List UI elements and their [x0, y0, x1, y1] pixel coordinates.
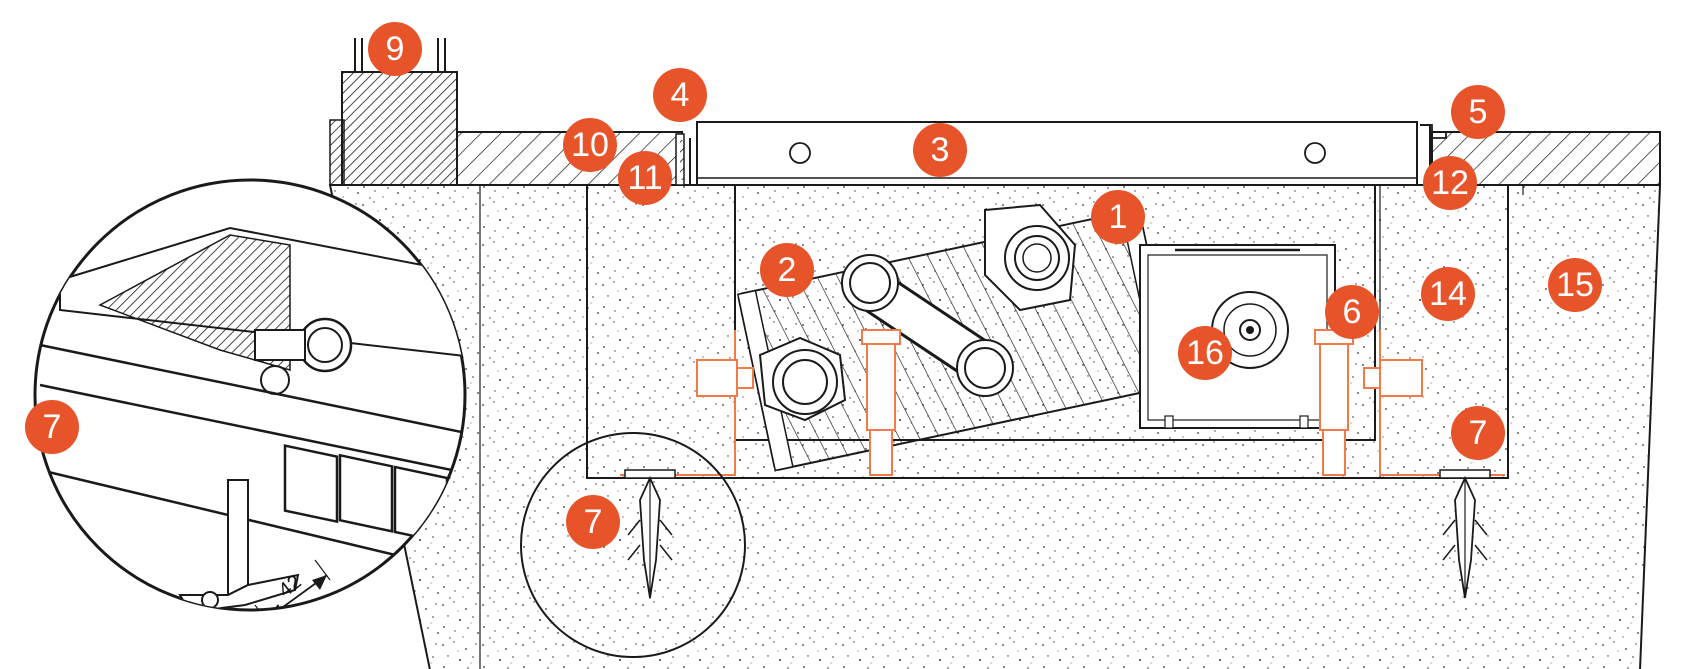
grille — [696, 121, 1418, 186]
dowel-right — [1439, 469, 1491, 599]
svg-text:16: 16 — [1186, 334, 1224, 372]
svg-text:14: 14 — [1429, 275, 1467, 313]
pipe-loop — [841, 254, 1014, 397]
svg-text:11: 11 — [627, 159, 662, 197]
callout-11: 11 — [618, 151, 672, 205]
callout-10: 10 — [563, 118, 617, 172]
mounting-bracket-right — [1314, 329, 1505, 476]
valve-top — [984, 203, 1077, 312]
wall-block — [329, 38, 458, 186]
callout-7-right: 7 — [1451, 406, 1505, 460]
callout-16: 16 — [1178, 326, 1232, 380]
mounting-bracket-left — [620, 329, 901, 476]
svg-text:10: 10 — [571, 126, 609, 164]
callout-2: 2 — [760, 243, 814, 297]
svg-text:7: 7 — [1469, 414, 1488, 452]
callout-14: 14 — [1421, 267, 1475, 321]
magnifier-circle — [520, 432, 746, 658]
svg-text:5: 5 — [1469, 93, 1488, 131]
callout-7-inner: 7 — [566, 495, 620, 549]
svg-text:9: 9 — [386, 30, 405, 68]
callout-7-detail: 7 — [25, 400, 79, 454]
svg-text:6: 6 — [1343, 293, 1362, 331]
callout-5: 5 — [1451, 85, 1505, 139]
svg-text:15: 15 — [1556, 266, 1594, 304]
callout-9: 9 — [368, 22, 422, 76]
svg-text:3: 3 — [931, 131, 950, 169]
callout-1: 1 — [1091, 190, 1145, 244]
valve-bottom — [758, 336, 847, 422]
svg-text:12: 12 — [1431, 164, 1469, 202]
callout-3: 3 — [913, 123, 967, 177]
svg-text:1: 1 — [1109, 198, 1128, 236]
callout-15: 15 — [1548, 258, 1602, 312]
dowel-inner — [624, 469, 676, 599]
callout-6: 6 — [1325, 285, 1379, 339]
fan-unit — [1139, 244, 1336, 429]
svg-text:7: 7 — [43, 408, 62, 446]
callout-12: 12 — [1423, 156, 1477, 210]
svg-text:4: 4 — [671, 76, 690, 114]
svg-text:2: 2 — [778, 251, 797, 289]
edge-profile-left — [675, 133, 685, 186]
edge-profile-right — [1420, 124, 1447, 139]
callout-4: 4 — [653, 68, 707, 122]
svg-text:7: 7 — [584, 503, 603, 541]
